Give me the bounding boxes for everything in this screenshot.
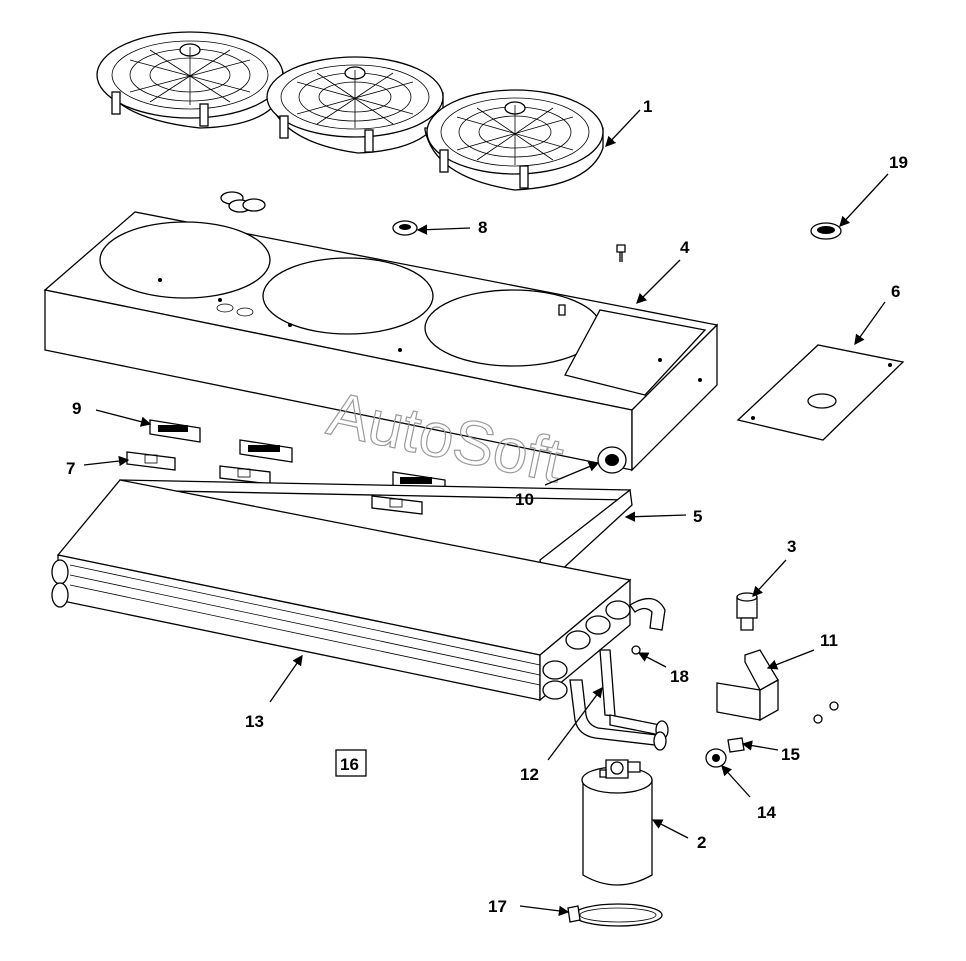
clamp-14 [705,748,727,768]
switch-bracket [716,649,839,724]
callout-3: 3 [787,537,796,556]
callout-13: 13 [245,712,264,731]
condenser-fan-2 [266,56,444,154]
callout-12: 12 [520,765,539,784]
condenser-fan-3 [424,89,604,191]
callout-1: 1 [643,97,652,116]
bolt-top [616,244,626,262]
screw-18 [631,645,641,655]
callout-5: 5 [693,507,702,526]
drier-strap [567,903,663,927]
pressure-switch [736,592,758,631]
condenser-coil [51,479,632,702]
grommet-set [220,191,418,236]
callout-17: 17 [488,897,507,916]
callout-9: 9 [72,399,81,418]
callout-14: 14 [757,803,776,822]
callout-4: 4 [680,238,690,257]
callout-19: 19 [889,153,908,172]
condenser-housing [43,211,719,472]
leader-lines [83,109,889,917]
callout-10: 10 [515,490,534,509]
callout-6: 6 [891,282,900,301]
grommet-10 [597,446,627,474]
callout-16: 16 [340,755,359,774]
receiver-drier [581,759,653,886]
condenser-fan-1 [96,31,284,129]
callout-7: 7 [66,459,75,478]
callout-16-box [335,749,367,777]
callout-18: 18 [670,667,689,686]
fitting-15 [727,737,745,753]
cover-plate [736,344,905,441]
callout-2: 2 [697,833,706,852]
callout-8: 8 [478,218,487,237]
refrigerant-pipes [569,598,669,751]
ring-part [810,222,842,240]
callout-15: 15 [781,745,800,764]
callout-11: 11 [820,631,838,650]
callout-labels: 1 19 8 4 6 9 7 10 5 3 11 18 13 12 15 14 … [66,97,908,916]
